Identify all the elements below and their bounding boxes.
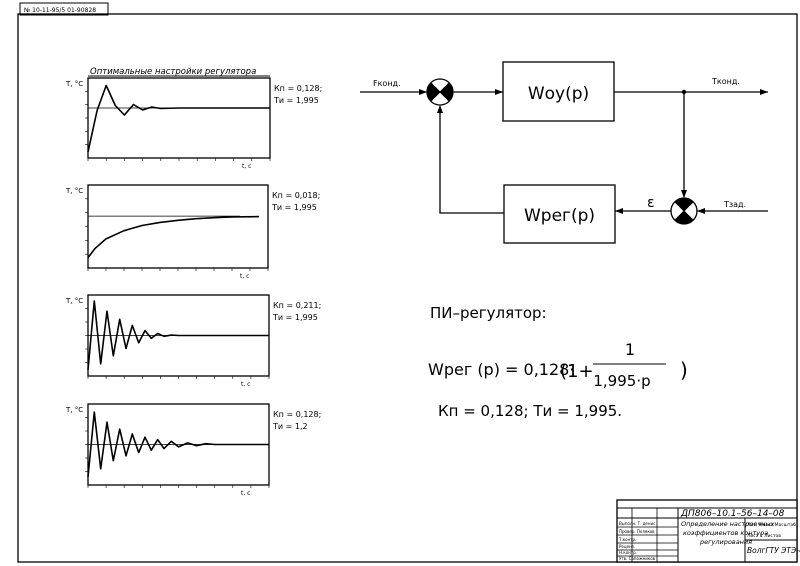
formula-result: Кп = 0,128; Ти = 1,995. bbox=[438, 402, 622, 420]
role-2: Провер. Поляков bbox=[619, 529, 655, 534]
sheet-info-1: Лит. Масса Масштаб bbox=[747, 522, 796, 528]
y-axis-label: T, °C bbox=[65, 406, 83, 414]
chart-response-4: T, °C t, c Кп = 0,128; Ти = 1,2 bbox=[65, 403, 321, 497]
role-5: Н.контр. bbox=[619, 550, 637, 555]
controller-block bbox=[503, 184, 616, 244]
plant-block-label: Wоу(p) bbox=[528, 84, 589, 104]
sheet-frame bbox=[17, 13, 798, 563]
plant-block bbox=[502, 61, 615, 122]
chart-frame bbox=[87, 184, 269, 269]
y-axis-label: T, °C bbox=[65, 187, 83, 195]
controller-output-arrow bbox=[437, 105, 443, 113]
role-6: Утв. Сапожников bbox=[619, 556, 656, 561]
formula-open-paren: (1+ bbox=[560, 361, 594, 382]
response-curve bbox=[87, 215, 260, 259]
chart-frame bbox=[87, 77, 271, 159]
controller-output-line bbox=[439, 106, 504, 214]
error-arrow bbox=[615, 208, 623, 214]
y-axis-label: T, °C bbox=[65, 80, 83, 88]
setpoint-arrow bbox=[697, 208, 705, 214]
doc-code: ДП806–10.1–56–14–08 bbox=[680, 509, 785, 519]
summing-junction-feedback bbox=[670, 197, 698, 225]
input-label: Fконд. bbox=[373, 79, 401, 88]
title-block: ДП806–10.1–56–14–08 Определение настроеч… bbox=[616, 499, 800, 563]
chart-response-2: T, °C t, c Кп = 0,018; Ти = 1,995 bbox=[65, 184, 320, 280]
y-axis-label: T, °C bbox=[65, 297, 83, 305]
summing-junction-input bbox=[426, 78, 454, 106]
tuning-param: Кп = 0,128; bbox=[273, 410, 321, 419]
response-curve bbox=[87, 84, 270, 153]
corner-stamp-box bbox=[19, 2, 109, 16]
tuning-param: Кп = 0,018; bbox=[272, 191, 320, 200]
formula-close-paren: ) bbox=[680, 358, 688, 382]
charts-title: Оптимальные настройки регулятора bbox=[90, 67, 256, 77]
response-curve bbox=[87, 300, 269, 370]
x-axis-label: t, c bbox=[241, 381, 250, 388]
formula-denominator: 1,995·p bbox=[593, 372, 650, 390]
tuning-param: Кп = 0,211; bbox=[273, 301, 321, 310]
corner-stamp-text: № 10-11-95/5 01-90828 bbox=[24, 7, 96, 14]
tuning-param: Ти = 1,995 bbox=[273, 96, 319, 105]
formula-numerator: 1 bbox=[625, 340, 635, 359]
tuning-param: Кп = 0,128; bbox=[274, 84, 322, 93]
doc-title-line-1: Определение настроечных bbox=[681, 520, 775, 528]
pi-formula: ПИ–регулятор: Wрег (p) = 0,128· (1+ 1 1,… bbox=[428, 304, 688, 420]
response-curve bbox=[87, 411, 269, 477]
role-1: Выполн. Т. денис bbox=[619, 521, 655, 526]
tuning-param: Ти = 1,995 bbox=[271, 203, 317, 212]
organization: ВолгГТУ ЭТЭ-432 bbox=[747, 546, 800, 555]
formula-heading: ПИ–регулятор: bbox=[430, 304, 547, 322]
x-axis-label: t, c bbox=[240, 273, 249, 280]
formula-lhs: Wрег (p) = 0,128· bbox=[428, 360, 574, 379]
plant-input-arrow bbox=[495, 89, 503, 95]
role-4: Реценз. bbox=[619, 544, 635, 549]
controller-block-label: Wрег(p) bbox=[524, 206, 595, 226]
sheet-info-2: Лист 1 Листов bbox=[747, 533, 781, 539]
x-axis-label: t, c bbox=[241, 490, 250, 497]
input-arrow bbox=[419, 89, 427, 95]
doc-title-line-3: регулирования bbox=[699, 538, 752, 546]
doc-title-line-2: коэффициентов контура bbox=[683, 529, 768, 537]
chart-response-3: T, °C t, c Кп = 0,211; Ти = 1,995 bbox=[65, 294, 321, 388]
output-arrow bbox=[760, 89, 768, 95]
chart-response-1: T, °C t, c Кп = 0,128; Ти = 1,995 bbox=[65, 77, 322, 170]
error-label: ε bbox=[647, 195, 655, 211]
output-label: Tконд. bbox=[711, 77, 740, 86]
tuning-param: Ти = 1,2 bbox=[272, 422, 308, 431]
feedback-branch-arrow bbox=[681, 190, 687, 198]
setpoint-label: Tзад. bbox=[723, 200, 746, 209]
tuning-param: Ти = 1,995 bbox=[272, 313, 318, 322]
block-diagram: Fконд. Wоу(p) Tконд. bbox=[360, 61, 768, 244]
role-3: Т.контр. bbox=[618, 537, 636, 542]
x-axis-label: t, c bbox=[242, 163, 251, 170]
